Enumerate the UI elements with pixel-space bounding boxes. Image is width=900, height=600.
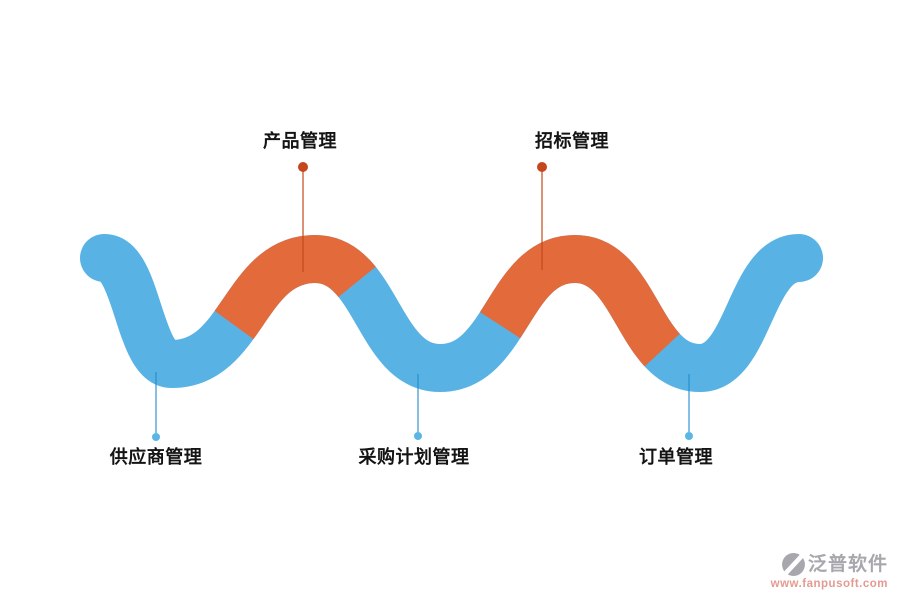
leader-line: [155, 372, 157, 433]
leader-dot: [298, 162, 308, 172]
node-label: 产品管理: [263, 131, 337, 151]
brand-name: 泛普软件: [807, 553, 888, 575]
leader-dot: [152, 433, 160, 441]
node-label: 招标管理: [535, 131, 609, 151]
brand-url: www.fanpusoft.com: [770, 577, 888, 590]
wave-blue-ribbon: [80, 234, 823, 393]
node-label: 订单管理: [639, 447, 713, 467]
leader-line: [541, 171, 543, 270]
fanpu-logo-icon: [780, 551, 806, 577]
leader-line: [417, 374, 419, 432]
node-label: 采购计划管理: [358, 447, 470, 467]
leader-dot: [414, 432, 422, 440]
brand-watermark: 泛普软件 www.fanpusoft.com: [770, 551, 888, 591]
leader-line: [302, 171, 304, 272]
leader-line: [688, 374, 690, 432]
node-label: 供应商管理: [109, 447, 203, 467]
leader-dot: [537, 162, 547, 172]
leader-dot: [685, 432, 693, 440]
